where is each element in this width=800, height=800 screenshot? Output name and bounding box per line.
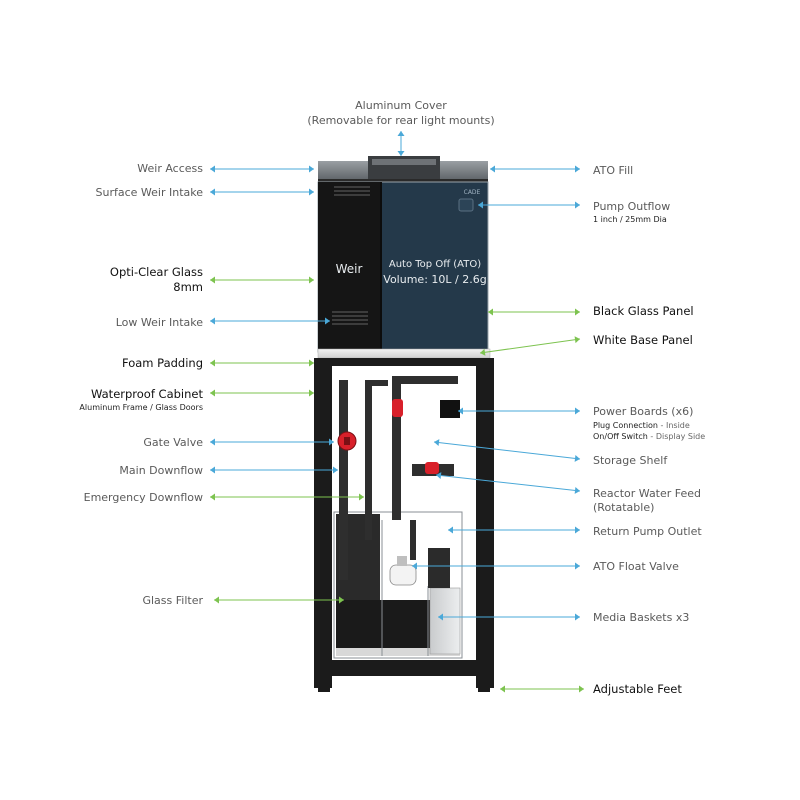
arrow-ato-float-valve-tail	[575, 562, 580, 570]
arrow-ato-float-valve-head	[412, 562, 417, 570]
arrow-power-boards-tail	[575, 407, 580, 415]
ato-title: Auto Top Off (ATO)	[388, 259, 482, 270]
arrow-white-base-panel-tail	[574, 336, 580, 344]
label-adjustable-feet: Adjustable Feet	[593, 682, 682, 696]
arrow-white-base-panel	[479, 338, 581, 354]
weir-label: Weir	[335, 262, 363, 276]
arrow-adjustable-feet-tail	[579, 685, 584, 693]
arrow-surface-weir-intake-tail	[210, 188, 215, 196]
arrow-waterproof-cabinet-tail	[210, 389, 215, 397]
arrow-opti-clear-glass-head	[309, 276, 314, 284]
label-surface-weir-intake: Surface Weir Intake	[95, 186, 204, 199]
aluminum-cover	[318, 156, 488, 182]
arrow-storage-shelf-head	[434, 439, 440, 447]
arrow-foam-padding-tail	[210, 359, 215, 367]
arrow-opti-clear-glass-tail	[210, 276, 215, 284]
arrow-storage-shelf-tail	[574, 454, 580, 462]
display-tank	[317, 181, 491, 359]
arrow-pump-outflow-tail	[575, 201, 580, 209]
label-storage-shelf: Storage Shelf	[593, 454, 668, 467]
label-return-pump-outlet: Return Pump Outlet	[593, 525, 702, 538]
arrow-white-base-panel-head	[480, 348, 486, 356]
arrow-waterproof-cabinet-head	[309, 389, 314, 397]
low-weir-slots	[332, 311, 368, 325]
arrow-gate-valve-head	[329, 438, 334, 446]
arrow-low-weir-intake-head	[325, 317, 330, 325]
label-glass-filter: Glass Filter	[142, 594, 203, 607]
arrow-ato-fill-head	[490, 165, 495, 173]
arrow-aluminum-cover-head	[397, 151, 405, 156]
label-weir-access: Weir Access	[137, 162, 203, 175]
label-aluminum-cover: Aluminum Cover	[355, 99, 447, 112]
arrow-main-downflow-head	[333, 466, 338, 474]
arrow-main-downflow-tail	[210, 466, 215, 474]
label-opti-clear-glass: Opti-Clear Glass	[109, 265, 203, 279]
ato-volume: Volume: 10L / 2.6g	[383, 273, 487, 286]
arrow-media-baskets-head	[438, 613, 443, 621]
arrow-media-baskets-tail	[575, 613, 580, 621]
arrow-weir-access-tail	[210, 165, 215, 173]
brand-mark: CADE	[463, 189, 481, 196]
arrow-black-glass-panel-head	[488, 308, 493, 316]
arrow-emergency-downflow-head	[359, 493, 364, 501]
arrow-foam-padding-head	[309, 359, 314, 367]
power-boards-note-2-rest: - Display Side	[647, 432, 706, 441]
arrow-low-weir-intake-tail	[210, 317, 215, 325]
arrow-reactor-water-feed-tail	[574, 486, 580, 494]
label-low-weir-intake: Low Weir Intake	[115, 316, 203, 329]
arrow-return-pump-outlet-tail	[575, 526, 580, 534]
label-aluminum-cover-note: (Removable for rear light mounts)	[307, 114, 495, 127]
label-black-glass-panel: Black Glass Panel	[593, 304, 694, 318]
label-pump-outflow: Pump Outflow	[593, 200, 671, 213]
arrow-adjustable-feet-head	[500, 685, 505, 693]
arrow-power-boards-head	[458, 407, 463, 415]
arrow-surface-weir-intake-head	[309, 188, 314, 196]
plumbing	[337, 376, 460, 580]
arrow-glass-filter-tail	[214, 596, 219, 604]
label-media-baskets: Media Baskets x3	[593, 611, 690, 624]
label-emergency-downflow: Emergency Downflow	[83, 491, 203, 504]
power-boards-note-1-rest: - Inside	[658, 421, 690, 430]
label-ato-float-valve: ATO Float Valve	[593, 560, 679, 573]
label-opti-clear-glass-thickness: 8mm	[173, 280, 203, 294]
arrow-ato-fill-tail	[575, 165, 580, 173]
arrow-storage-shelf	[433, 441, 581, 460]
label-white-base-panel: White Base Panel	[593, 333, 693, 347]
arrow-reactor-water-feed	[435, 474, 581, 492]
arrow-gate-valve-tail	[210, 438, 215, 446]
arrow-aluminum-cover-tail	[397, 131, 405, 136]
arrow-pump-outflow-head	[478, 201, 483, 209]
label-foam-padding: Foam Padding	[122, 356, 203, 370]
label-ato-fill: ATO Fill	[593, 164, 634, 177]
label-power-boards: Power Boards (x6)	[593, 405, 694, 418]
label-reactor-water-feed-note: (Rotatable)	[593, 501, 655, 514]
arrow-weir-access-head	[309, 165, 314, 173]
arrow-reactor-water-feed-head	[436, 472, 442, 480]
label-pump-outflow-note: 1 inch / 25mm Dia	[593, 215, 667, 224]
arrow-black-glass-panel-tail	[575, 308, 580, 316]
power-boards-note-1-bold: Plug Connection	[593, 421, 659, 430]
power-boards-note-2-bold: On/Off Switch	[593, 432, 648, 441]
label-power-boards-note-2: On/Off Switch - Display Side	[593, 432, 705, 442]
label-reactor-water-feed: Reactor Water Feed	[593, 487, 702, 500]
sump-filter	[333, 511, 463, 659]
label-gate-valve: Gate Valve	[143, 436, 203, 449]
arrow-emergency-downflow-tail	[210, 493, 215, 501]
label-main-downflow: Main Downflow	[119, 464, 203, 477]
label-power-boards-note-1: Plug Connection - Inside	[593, 421, 690, 431]
arrow-glass-filter-head	[339, 596, 344, 604]
arrow-return-pump-outlet-head	[448, 526, 453, 534]
label-waterproof-cabinet-note: Aluminum Frame / Glass Doors	[79, 403, 203, 412]
surface-weir-slots	[334, 186, 370, 196]
label-waterproof-cabinet: Waterproof Cabinet	[91, 387, 203, 401]
